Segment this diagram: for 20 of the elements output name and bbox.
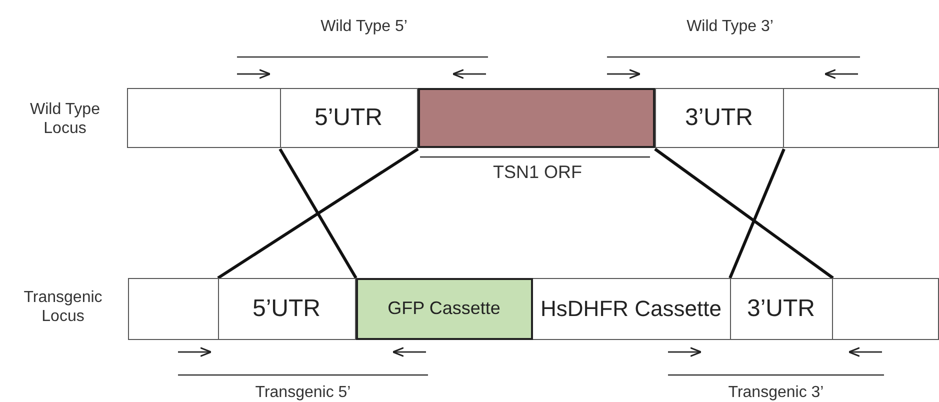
segment-box: GFP Cassette [356, 278, 532, 340]
crossover-line [217, 148, 419, 280]
locus-bar [127, 88, 939, 148]
region-label: TSN1 ORF [492, 162, 583, 184]
locus-bar [128, 278, 939, 340]
amplicon-label: Wild Type 3’ [686, 18, 774, 36]
locus-label: Transgenic Locus [22, 288, 104, 326]
orf-box [418, 88, 654, 148]
segment-box: 5’UTR [218, 278, 356, 340]
locus-label: Wild Type Locus [29, 100, 101, 138]
crossover-line [278, 148, 358, 279]
crossover-line [728, 148, 786, 279]
segment-region: HsDHFR Cassette [532, 278, 730, 340]
segment-box: 5’UTR [280, 88, 418, 148]
amplicon-label: Transgenic 3’ [728, 384, 824, 402]
segment-box: 3’UTR [730, 278, 832, 340]
amplicon-label: Wild Type 5’ [320, 18, 408, 36]
segment-box: 3’UTR [654, 88, 784, 148]
amplicon-label: Transgenic 5’ [255, 384, 351, 402]
crossover-line [654, 148, 834, 280]
